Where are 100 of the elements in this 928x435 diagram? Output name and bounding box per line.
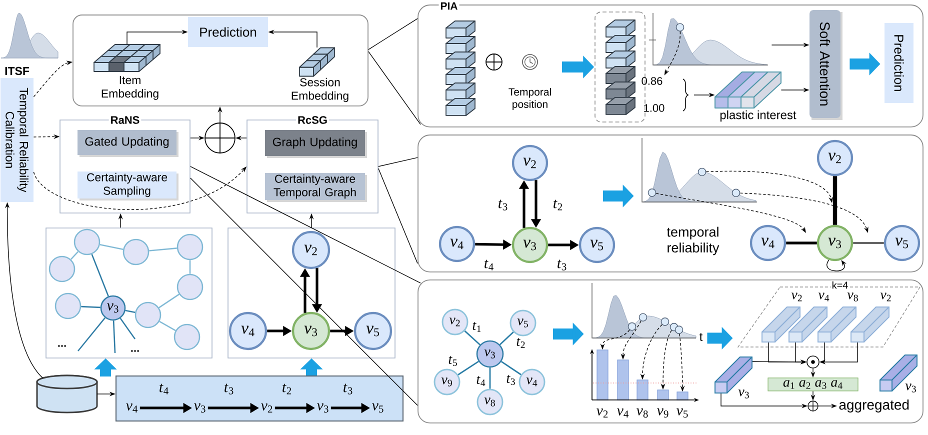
- node-label: v$_{8}$: [847, 292, 858, 302]
- graph-node: v$_{3}$: [476, 340, 504, 368]
- output-label: aggregated: [839, 399, 909, 412]
- edge-label: t$_{3}$: [224, 384, 234, 394]
- graph-node: v$_{4}$: [438, 226, 476, 262]
- connector-line: [499, 332, 514, 346]
- node-label: v$_{2}$: [880, 292, 891, 302]
- embedding-cubes: Item Embedding: [94, 44, 160, 100]
- sequence-item: v$_{2}$: [261, 403, 272, 412]
- value-label: 1.00: [644, 104, 664, 112]
- node-label: Item Embedding: [102, 76, 158, 100]
- graph-node: v$_{5}$: [884, 224, 920, 262]
- graph-node: [176, 234, 204, 260]
- attention-box: Soft Attention: [810, 10, 842, 120]
- edge-label: t$_{2}$: [282, 384, 292, 394]
- axis-label: t: [700, 333, 703, 341]
- node-label: Session Embedding: [292, 78, 348, 102]
- connector-line: [159, 320, 176, 332]
- edge-label: t$_{4}$: [484, 260, 494, 270]
- ellipsis: ...: [131, 350, 139, 352]
- vector-block: v$_{3}$: [714, 356, 752, 398]
- graph-node: v$_{3}$: [512, 226, 548, 264]
- node-label: v$_{4}$: [818, 292, 830, 302]
- connector-line: [91, 254, 109, 296]
- connector-line: [853, 242, 884, 244]
- connector-line: [786, 242, 817, 244]
- node-label: ITSF: [5, 66, 30, 76]
- graph-node: [134, 302, 162, 328]
- connector-line: [120, 318, 136, 340]
- connector-line: [78, 317, 106, 352]
- weight-box: a$_{1}$ a$_{2}$ a$_{3}$ a$_{4}$: [768, 378, 858, 392]
- striped-block: plastic interest: [714, 72, 796, 122]
- connector-line: [70, 251, 79, 260]
- graph-node: v$_{5}$: [578, 226, 616, 264]
- chart-caption: temporal reliability: [666, 226, 720, 256]
- dot-circle: [806, 356, 820, 368]
- graph-node: v$_{5}$: [354, 312, 392, 350]
- graph-node: v$_{2}$: [442, 308, 468, 336]
- edge-label: t$_{2}$: [516, 338, 525, 348]
- prediction-box: Prediction: [188, 17, 268, 47]
- edge-label: t$_{3}$: [344, 384, 352, 394]
- sequence-box: [116, 375, 404, 422]
- connector-line: [149, 248, 177, 252]
- ellipsis: ...: [58, 345, 66, 347]
- edge-label: t$_{5}$: [448, 356, 457, 366]
- density-chart: [648, 12, 768, 66]
- graph-node: v$_{5}$: [510, 310, 536, 336]
- edge-label: t$_{1}$: [472, 322, 481, 332]
- connector-line: [189, 260, 191, 274]
- graph-node: v$_{2}$: [292, 230, 330, 270]
- node-label: v$_{3}$: [905, 384, 916, 392]
- connector-line: [81, 306, 100, 308]
- vector-block: v$_{2}$: [762, 292, 802, 342]
- bar-label: v$_{4}$: [617, 408, 629, 418]
- edge-label: t$_{4}$: [160, 384, 168, 394]
- caption-text: Temporal position: [508, 88, 551, 110]
- process-box: Gated Updating: [78, 130, 178, 157]
- node-label: v$_{2}$: [791, 292, 802, 302]
- plus-circle: [808, 400, 818, 412]
- database-cylinder: [36, 374, 98, 414]
- graph-node: v$_{4}$: [750, 224, 786, 262]
- embedding-cubes: Session Embedding: [292, 47, 348, 102]
- calibration-band: Temporal Reliability Calibration ITSF: [0, 66, 34, 202]
- edge-label: t$_{3}$: [506, 374, 515, 386]
- zoom-line: [368, 18, 418, 50]
- bar-label: v$_{5}$: [676, 408, 688, 418]
- prediction-box: Prediction: [884, 23, 914, 103]
- connector-line: [112, 320, 116, 354]
- plus-circle: [204, 122, 236, 154]
- sequence-item: v$_{5}$: [372, 403, 384, 413]
- connector-line: [464, 330, 480, 346]
- value-label: 0.86: [642, 77, 662, 85]
- graph-node: [74, 228, 100, 256]
- graph-node: v$_{4}$: [518, 368, 546, 396]
- graph-node: v$_{2}$: [816, 140, 854, 176]
- connector-line: [125, 310, 136, 314]
- graph-node: [122, 238, 150, 266]
- graph-node: v$_{3}$: [816, 224, 854, 262]
- connector-line: [158, 294, 180, 308]
- zoom-line: [190, 166, 421, 284]
- zoom-line: [378, 168, 418, 264]
- connector-line: [100, 244, 124, 250]
- sequence-item: v$_{3}$: [194, 403, 206, 413]
- graph-node: [174, 324, 200, 350]
- graph-node: v$_{2}$: [512, 144, 548, 182]
- edge-label: t$_{2}$: [554, 200, 562, 210]
- edge-label: t$_{4}$: [476, 376, 486, 386]
- graph-node: v$_{3}$: [292, 312, 330, 350]
- process-box: Certainty-aware Sampling: [78, 172, 178, 200]
- chart-marker: [676, 23, 684, 32]
- graph-node: [48, 256, 76, 282]
- sequence-item: v$_{3}$: [317, 403, 328, 413]
- process-box: Graph Updating: [265, 130, 367, 158]
- bar-label: v$_{2}$: [596, 408, 608, 418]
- process-box: Certainty-aware Temporal Graph: [265, 172, 367, 202]
- vector-block: v$_{3}$: [880, 354, 918, 392]
- zoom-line: [378, 157, 418, 167]
- graph-node: v$_{4}$: [228, 312, 268, 350]
- graph-node: [54, 292, 82, 320]
- graph-node: v$_{3}$: [100, 295, 126, 321]
